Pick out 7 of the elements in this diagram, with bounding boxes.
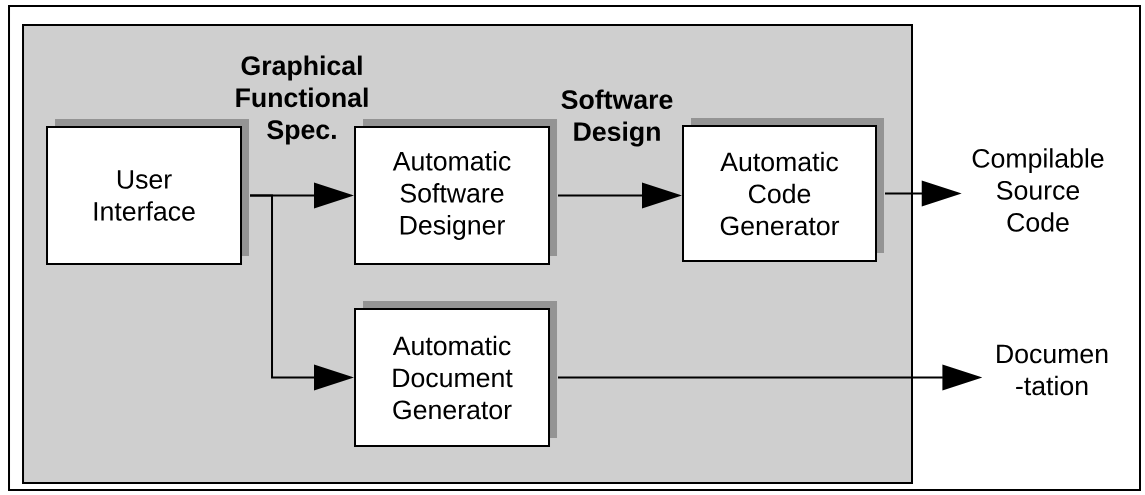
process-box: Automatic Document Generator xyxy=(354,301,557,447)
process-box: Automatic Software Designer xyxy=(354,119,557,265)
process-box: User Interface xyxy=(46,119,249,265)
process-box: Automatic Code Generator xyxy=(682,118,884,262)
output-label: Documen -tation xyxy=(997,344,1108,396)
edge-label: Software Design xyxy=(561,89,673,147)
output-label: Compilable Source Code xyxy=(972,148,1104,232)
